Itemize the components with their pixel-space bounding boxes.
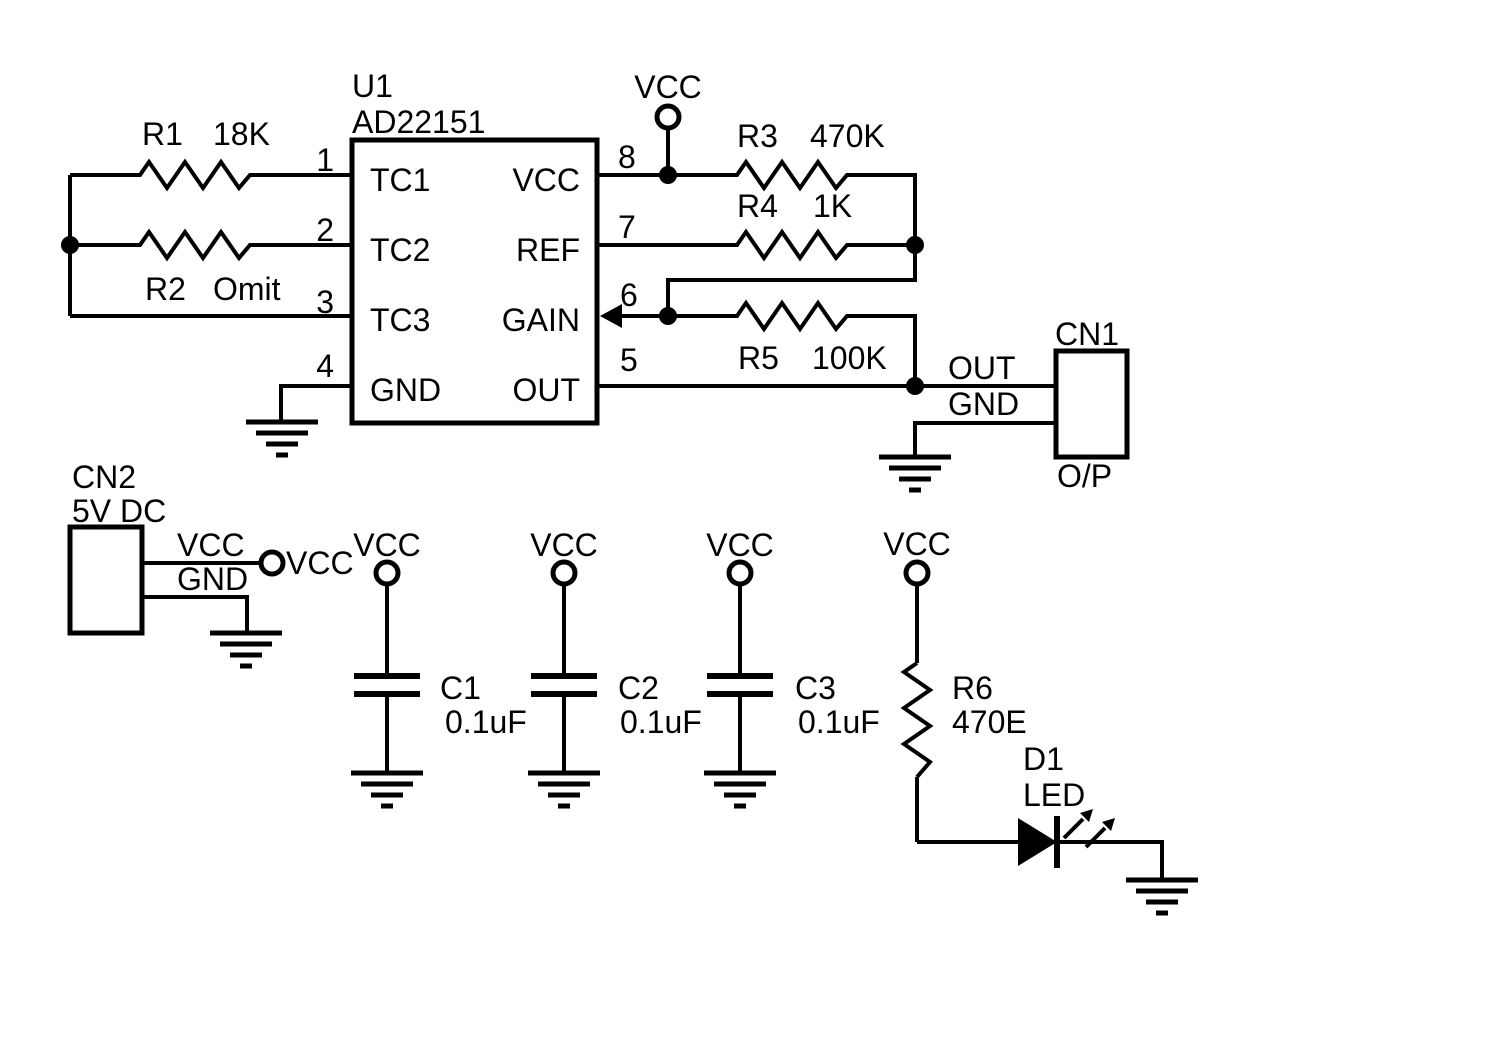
ground-symbol xyxy=(528,773,600,806)
wire-cn1-gnd xyxy=(913,421,1056,457)
connector-cn1: OUT GND CN1 O/P xyxy=(597,316,1130,494)
vcc-terminal-icon xyxy=(906,562,928,584)
ic-u1-ref-label: U1 xyxy=(352,68,393,104)
resistor-r3-symbol xyxy=(597,158,917,245)
junction-dot xyxy=(906,236,924,254)
vcc-terminal-icon xyxy=(261,552,283,574)
ic-u1: U1 AD22151 TC1 TC2 TC3 GND VCC REF GAIN … xyxy=(316,68,638,426)
vcc-terminal-icon xyxy=(553,562,575,584)
led-emission-arrows-icon xyxy=(1062,809,1115,849)
ic-pin-label-gnd: GND xyxy=(370,372,441,408)
capacitor-c3: VCC C3 0.1uF xyxy=(704,527,880,806)
capacitor-c2: VCC C2 0.1uF xyxy=(528,527,702,806)
connector-cn1-body xyxy=(1053,348,1130,460)
vcc-pin8-terminal: VCC xyxy=(634,69,702,175)
capacitor-c3-ref-label: C3 xyxy=(795,670,836,706)
cn2-gnd-pin-label: GND xyxy=(177,561,248,597)
connector-cn1-port-label: O/P xyxy=(1057,458,1112,494)
ic-pin-label-out: OUT xyxy=(512,372,580,408)
out-net-label: OUT xyxy=(948,350,1016,386)
capacitor-c2-ref-label: C2 xyxy=(618,670,659,706)
vcc-terminal-icon xyxy=(657,106,679,128)
resistor-r5-value-label: 100K xyxy=(812,340,887,376)
resistor-r6-value-label: 470E xyxy=(952,704,1027,740)
gnd-net-label: GND xyxy=(948,386,1019,422)
resistor-r4-value-label: 1K xyxy=(813,188,852,224)
ground-symbol xyxy=(879,457,951,490)
ground-symbol xyxy=(351,773,423,806)
ic-pin-label-ref: REF xyxy=(516,232,580,268)
wire-pin4 xyxy=(279,384,352,422)
resistor-r4-ref-label: R4 xyxy=(737,188,778,224)
feedback-network: R3 470K R4 1K R5 100K xyxy=(597,118,924,395)
pin-number-6: 6 xyxy=(620,277,638,313)
junction-dot xyxy=(61,236,79,254)
led-d1-triangle xyxy=(1018,818,1057,866)
capacitor-c1: VCC C1 0.1uF xyxy=(351,527,527,806)
capacitor-c3-value-label: 0.1uF xyxy=(798,704,880,740)
resistor-r1-symbol xyxy=(70,158,352,192)
ground-symbol xyxy=(1126,880,1198,913)
junction-dot xyxy=(659,166,677,184)
connector-cn1-ref-label: CN1 xyxy=(1055,316,1119,352)
pin-number-2: 2 xyxy=(316,212,334,248)
vcc-net-label: VCC xyxy=(883,526,951,562)
ic-u1-body xyxy=(349,137,600,426)
resistor-r5-ref-label: R5 xyxy=(738,340,779,376)
ic-pin-label-tc1: TC1 xyxy=(370,162,430,198)
connector-cn2-body xyxy=(67,524,145,636)
resistor-r2-symbol xyxy=(70,228,352,262)
resistor-r6-ref-label: R6 xyxy=(952,670,993,706)
wire-cn2-gnd xyxy=(142,595,249,633)
vcc-net-label: VCC xyxy=(634,69,702,105)
cn2-vcc-net-label: VCC xyxy=(286,545,354,581)
resistor-r2-value-label: Omit xyxy=(213,271,281,307)
pin-number-5: 5 xyxy=(620,342,638,378)
vcc-net-label: VCC xyxy=(706,527,774,563)
led-branch: VCC R6 470E D1 LED xyxy=(883,526,1198,913)
ic-u1-part-label: AD22151 xyxy=(352,104,485,140)
pin-number-4: 4 xyxy=(316,348,334,384)
gain-pin-arrow-icon xyxy=(600,304,622,328)
pin-number-1: 1 xyxy=(316,142,334,178)
resistor-r3-ref-label: R3 xyxy=(737,118,778,154)
connector-cn2-supply-label: 5V DC xyxy=(72,493,166,529)
resistor-r4-symbol xyxy=(597,228,915,262)
vcc-terminal-icon xyxy=(729,562,751,584)
vcc-net-label: VCC xyxy=(530,527,598,563)
ground-symbol xyxy=(210,633,282,666)
pin-number-7: 7 xyxy=(618,209,636,245)
connector-cn2-ref-label: CN2 xyxy=(72,459,136,495)
junction-dot xyxy=(659,307,677,325)
resistor-r6-symbol xyxy=(900,661,934,779)
pin-number-8: 8 xyxy=(618,139,636,175)
ic-pin-label-vcc: VCC xyxy=(512,162,580,198)
ground-symbol xyxy=(246,422,318,455)
resistor-r1-value-label: 18K xyxy=(213,116,270,152)
ic-pin-label-tc2: TC2 xyxy=(370,232,430,268)
capacitor-c1-value-label: 0.1uF xyxy=(445,704,527,740)
ground-symbol xyxy=(704,773,776,806)
resistor-r5-symbol xyxy=(604,299,917,386)
diode-d1-value-label: LED xyxy=(1023,777,1085,813)
vcc-terminal-icon xyxy=(376,562,398,584)
vcc-net-label: VCC xyxy=(353,527,421,563)
pin4-ground-branch xyxy=(246,384,352,455)
resistor-r2-ref-label: R2 xyxy=(145,271,186,307)
ic-pin-label-gain: GAIN xyxy=(502,302,580,338)
resistor-r1-ref-label: R1 xyxy=(142,116,183,152)
connector-cn2: CN2 5V DC VCC GND VCC xyxy=(67,459,354,666)
input-network: R1 18K R2 Omit xyxy=(61,116,352,318)
capacitor-c1-ref-label: C1 xyxy=(440,670,481,706)
ic-pin-label-tc3: TC3 xyxy=(370,302,430,338)
pin-number-3: 3 xyxy=(316,284,334,320)
cn2-vcc-pin-label: VCC xyxy=(177,527,245,563)
capacitor-c2-value-label: 0.1uF xyxy=(620,704,702,740)
diode-d1-ref-label: D1 xyxy=(1023,741,1064,777)
wire-led-cathode xyxy=(1057,840,1164,880)
wire-ref-to-gain xyxy=(666,245,917,316)
resistor-r3-value-label: 470K xyxy=(810,118,885,154)
